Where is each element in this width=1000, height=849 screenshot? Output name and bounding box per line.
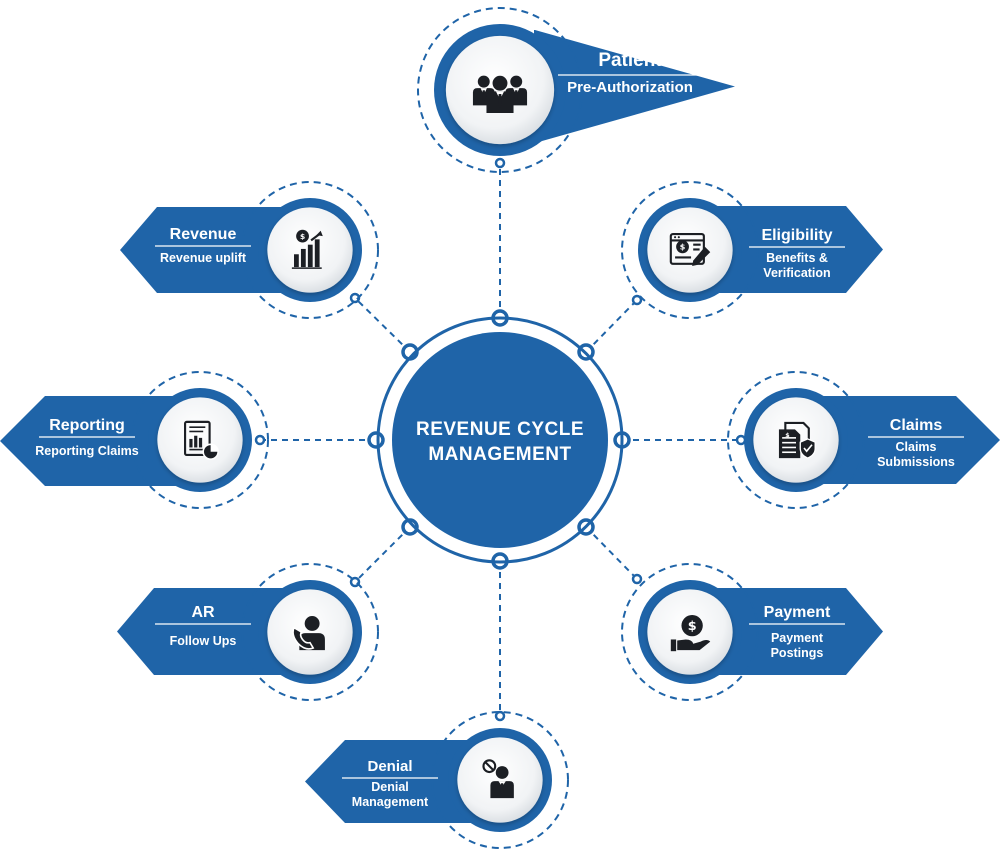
hub-title-line1: REVENUE CYCLE (416, 419, 584, 440)
hub-dot-ar (401, 518, 419, 536)
growth-chart-dollar-icon: $ (291, 229, 323, 269)
title-reporting: Reporting (49, 417, 125, 434)
node-dot-claims (735, 434, 747, 446)
banner-ar (117, 588, 310, 675)
dashed-ring-patient (417, 7, 583, 173)
title-patient: Patient (598, 50, 662, 71)
title-claims: Claims (890, 417, 943, 434)
dashed-ring-claims (727, 371, 865, 509)
icon-disc-eligibility (647, 207, 733, 293)
connector-payment (585, 526, 638, 580)
title-payment: Payment (764, 604, 831, 621)
dashed-ring-reporting (131, 371, 269, 509)
hand-dollar-icon: $ (670, 614, 711, 652)
person-phone-icon (292, 616, 325, 651)
subtitle-revenue-0: Revenue uplift (160, 251, 247, 265)
center-hub: REVENUE CYCLE MANAGEMENT (376, 316, 624, 564)
subtitle-reporting-0: Reporting Claims (35, 444, 139, 458)
subtitle-eligibility-0: Benefits & (766, 251, 828, 265)
subtitle-patient-0: Pre-Authorization (567, 79, 693, 96)
title-denial: Denial (367, 758, 412, 775)
banner-eligibility (690, 206, 883, 293)
svg-text:$: $ (785, 431, 789, 439)
person-prohibited-icon (482, 759, 514, 799)
group-people-icon (472, 75, 528, 114)
subtitle-denial-1: Management (352, 795, 429, 809)
node-ar: AR Follow Ups (117, 563, 379, 701)
subtitle-denial-0: Denial (371, 780, 409, 794)
banner-revenue (120, 207, 310, 293)
subtitle-claims-1: Submissions (877, 455, 955, 469)
dashed-ring-payment (621, 563, 759, 701)
dashed-ring-revenue (241, 181, 379, 319)
subtitle-eligibility-1: Verification (763, 266, 830, 280)
dollar-document-pen-icon: $ (669, 232, 711, 266)
banner-denial (305, 740, 500, 823)
dashed-ring-eligibility (621, 181, 759, 319)
connector-eligibility (585, 299, 638, 353)
svg-text:$: $ (300, 232, 305, 241)
node-dot-patient (494, 157, 506, 169)
node-dot-eligibility (631, 294, 643, 306)
hub-circle (392, 332, 608, 548)
hub-title-line2: MANAGEMENT (428, 444, 571, 465)
title-ar: AR (191, 604, 215, 621)
connector-revenue (354, 297, 411, 353)
svg-text:$: $ (680, 242, 686, 251)
icon-disc-ar (267, 589, 353, 675)
subtitle-claims-0: Claims (896, 440, 937, 454)
hub-dot-reporting (367, 431, 385, 449)
connector-ar (354, 526, 411, 583)
banner-patient (534, 30, 735, 143)
svg-text:$: $ (688, 619, 697, 634)
icon-disc-denial (457, 737, 543, 823)
dashed-ring-denial (431, 711, 569, 849)
dashed-ring-ar (241, 563, 379, 701)
documents-shield-icon: $ (778, 421, 816, 459)
banner-payment (690, 588, 883, 675)
title-eligibility: Eligibility (761, 227, 832, 244)
node-dot-denial (494, 710, 506, 722)
subtitle-payment-1: Postings (771, 646, 824, 660)
hub-outer-ring (376, 316, 624, 564)
subtitle-ar-0: Follow Ups (170, 634, 237, 648)
node-dot-reporting (254, 434, 266, 446)
node-dot-payment (631, 573, 643, 585)
report-chart-icon (184, 420, 219, 460)
banner-claims (796, 396, 1000, 484)
subtitle-payment-0: Payment (771, 631, 824, 645)
banner-reporting (0, 396, 200, 486)
title-revenue: Revenue (170, 226, 237, 243)
